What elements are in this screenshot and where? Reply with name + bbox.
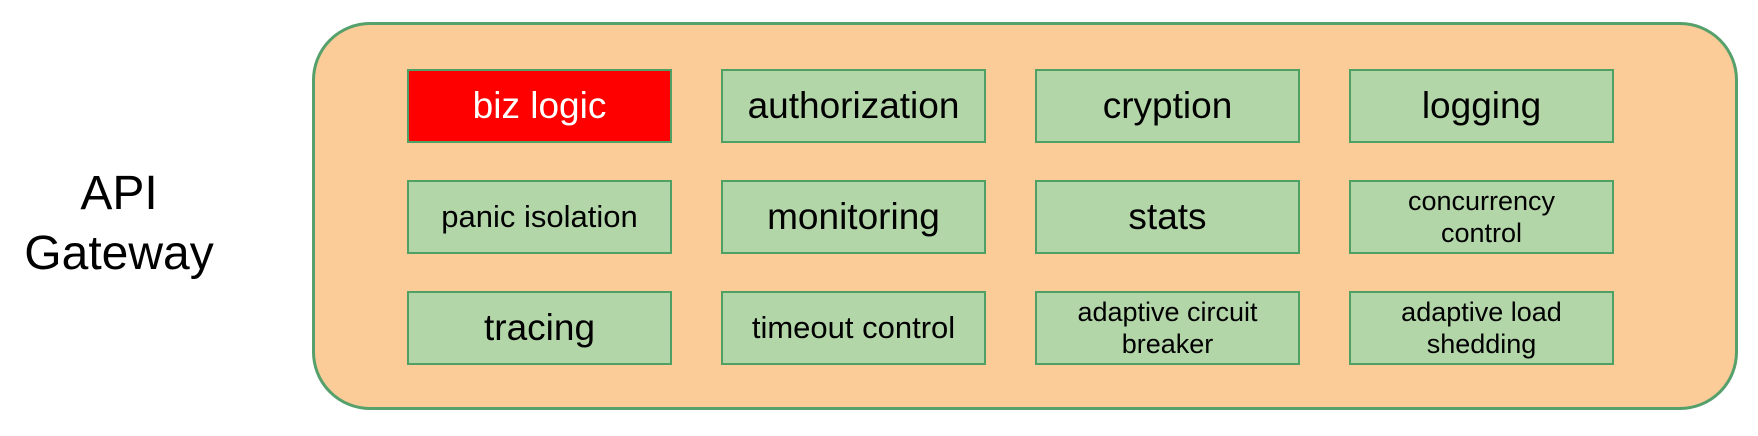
cell-tracing: tracing [407,291,672,365]
cell-panic-isolation: panic isolation [407,180,672,254]
cell-monitoring: monitoring [721,180,986,254]
cell-logging: logging [1349,69,1614,143]
cell-authorization: authorization [721,69,986,143]
cell-stats: stats [1035,180,1300,254]
gateway-cell-grid: biz logic authorization cryption logging… [407,69,1614,365]
cell-timeout-control: timeout control [721,291,986,365]
cell-cryption: cryption [1035,69,1300,143]
api-gateway-title: API Gateway [24,167,214,280]
api-gateway-container: biz logic authorization cryption logging… [312,22,1738,410]
cell-biz-logic: biz logic [407,69,672,143]
cell-concurrency-control: concurrency control [1349,180,1614,254]
cell-adaptive-load-shedding: adaptive load shedding [1349,291,1614,365]
cell-adaptive-circuit-breaker: adaptive circuit breaker [1035,291,1300,365]
